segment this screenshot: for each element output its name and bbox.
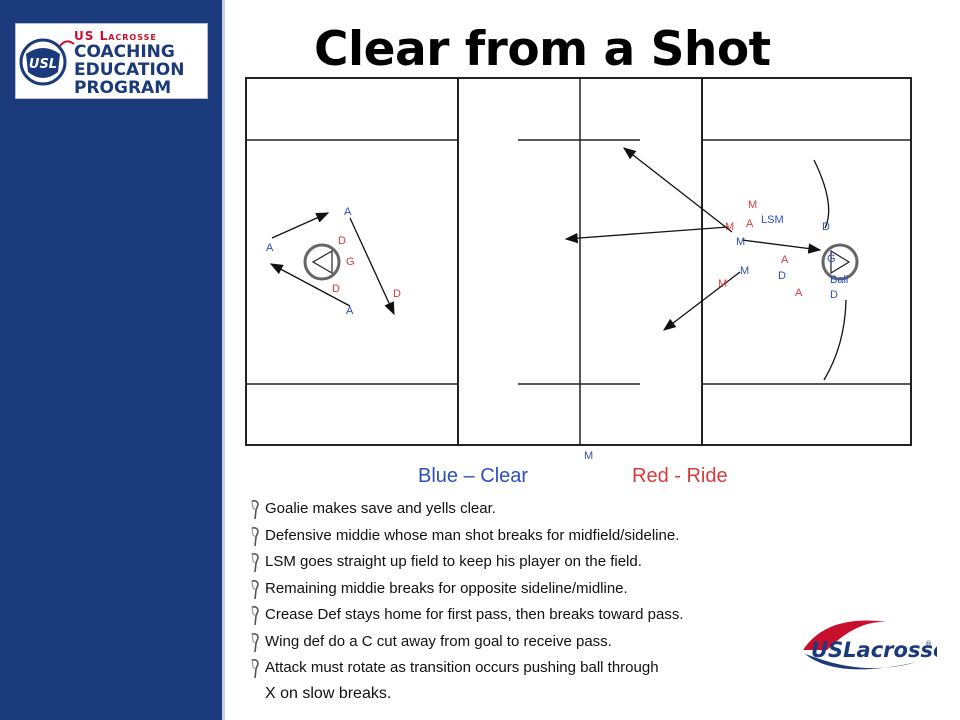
bullet-continuation: X on slow breaks. bbox=[265, 684, 392, 702]
right-player-label: D bbox=[822, 221, 830, 233]
bullet-text: LSM goes straight up field to keep his p… bbox=[265, 553, 642, 570]
lacrosse-stick-icon bbox=[251, 659, 259, 679]
bullet-text: Remaining middie breaks for opposite sid… bbox=[265, 579, 628, 597]
bullet-text: Wing def do a C cut away from goal to re… bbox=[265, 632, 612, 650]
bullet-item: Remaining middie breaks for opposite sid… bbox=[245, 580, 805, 607]
bullet-text: Defensive middie whose man shot breaks f… bbox=[265, 526, 680, 544]
crease-left bbox=[303, 243, 341, 281]
right-player-label: M bbox=[718, 278, 727, 290]
usl-badge-text: USL bbox=[29, 57, 57, 72]
coaching-education-logo: USL US Lacrosse COACHING EDUCATION PROGR… bbox=[15, 23, 208, 99]
right-player-label: A bbox=[795, 287, 803, 299]
goal-left bbox=[311, 249, 333, 275]
right-player-label: A bbox=[781, 254, 789, 266]
left-player-label: D bbox=[338, 235, 346, 247]
arrow-left-top bbox=[271, 212, 330, 239]
right-player-label: M bbox=[584, 450, 593, 462]
bullet-item: Defensive middie whose man shot breaks f… bbox=[245, 527, 805, 554]
uslacrosse-swoosh-icon: USLacrosse ® bbox=[803, 620, 947, 670]
lacrosse-stick-icon bbox=[251, 553, 259, 573]
left-player-label: G bbox=[346, 256, 355, 268]
left-player-label: D bbox=[332, 283, 340, 295]
lacrosse-stick-icon bbox=[251, 526, 259, 546]
arrow-to-goal bbox=[741, 239, 822, 254]
logo-line-2: COACHING bbox=[74, 42, 175, 62]
right-player-label: D bbox=[830, 289, 838, 301]
right-player-label: M bbox=[725, 221, 734, 233]
usl-badge-icon: USL bbox=[19, 38, 75, 86]
right-player-label: G bbox=[827, 253, 836, 265]
sidebar-panel bbox=[0, 0, 222, 720]
lacrosse-stick-icon bbox=[251, 500, 259, 520]
bullet-item: Wing def do a C cut away from goal to re… bbox=[245, 633, 805, 660]
bullet-item: Goalie makes save and yells clear. bbox=[245, 500, 805, 527]
left-player-label: A bbox=[266, 242, 274, 254]
right-player-label: M bbox=[740, 265, 749, 277]
crease-right bbox=[821, 243, 859, 281]
logo-line-4: PROGRAM bbox=[74, 78, 172, 98]
legend-blue-clear: Blue – Clear bbox=[418, 465, 529, 487]
logo-line-1: US Lacrosse bbox=[74, 29, 157, 43]
lacrosse-stick-icon bbox=[251, 632, 259, 652]
goal-right bbox=[830, 249, 851, 275]
sidebar-edge bbox=[222, 0, 225, 720]
right-player-label: D bbox=[778, 270, 786, 282]
uslacrosse-brand-logo: USLacrosse ® bbox=[797, 610, 947, 688]
bullet-text: Goalie makes save and yells clear. bbox=[265, 500, 496, 517]
logo-line-3: EDUCATION bbox=[74, 60, 185, 80]
bullet-text: Crease Def stays home for first pass, th… bbox=[265, 606, 684, 623]
arrow-middie-sideline bbox=[662, 271, 741, 331]
lacrosse-stick-icon bbox=[251, 579, 259, 599]
arrow-lsm-upfield bbox=[622, 147, 733, 233]
bullet-text: Attack must rotate as transition occurs … bbox=[265, 659, 659, 676]
slide-title: Clear from a Shot bbox=[314, 22, 771, 77]
left-player-label: A bbox=[344, 206, 352, 218]
arrow-middie-midfield bbox=[564, 226, 729, 244]
arrow-left-bottom bbox=[269, 263, 351, 307]
right-player-label: LSM bbox=[761, 214, 784, 226]
bullet-list: Goalie makes save and yells clear. Defen… bbox=[245, 500, 805, 704]
legend-red-ride: Red - Ride bbox=[632, 465, 728, 487]
brand-text: USLacrosse bbox=[811, 638, 937, 662]
right-player-label: M bbox=[736, 236, 745, 248]
left-player-label: D bbox=[393, 288, 401, 300]
bullet-item: Attack must rotate as transition occurs … bbox=[245, 659, 805, 686]
bullet-item: LSM goes straight up field to keep his p… bbox=[245, 553, 805, 580]
right-player-label: Ball bbox=[830, 274, 848, 286]
lacrosse-stick-icon bbox=[251, 606, 259, 626]
c-cut-bottom bbox=[823, 299, 847, 381]
left-player-label: A bbox=[346, 305, 354, 317]
c-cut-top bbox=[813, 159, 830, 229]
registered-mark: ® bbox=[925, 640, 932, 648]
right-player-label: A bbox=[746, 218, 754, 230]
arrow-left-diagonal bbox=[349, 217, 395, 316]
bullet-item: Crease Def stays home for first pass, th… bbox=[245, 606, 805, 633]
right-player-label: M bbox=[748, 199, 757, 211]
